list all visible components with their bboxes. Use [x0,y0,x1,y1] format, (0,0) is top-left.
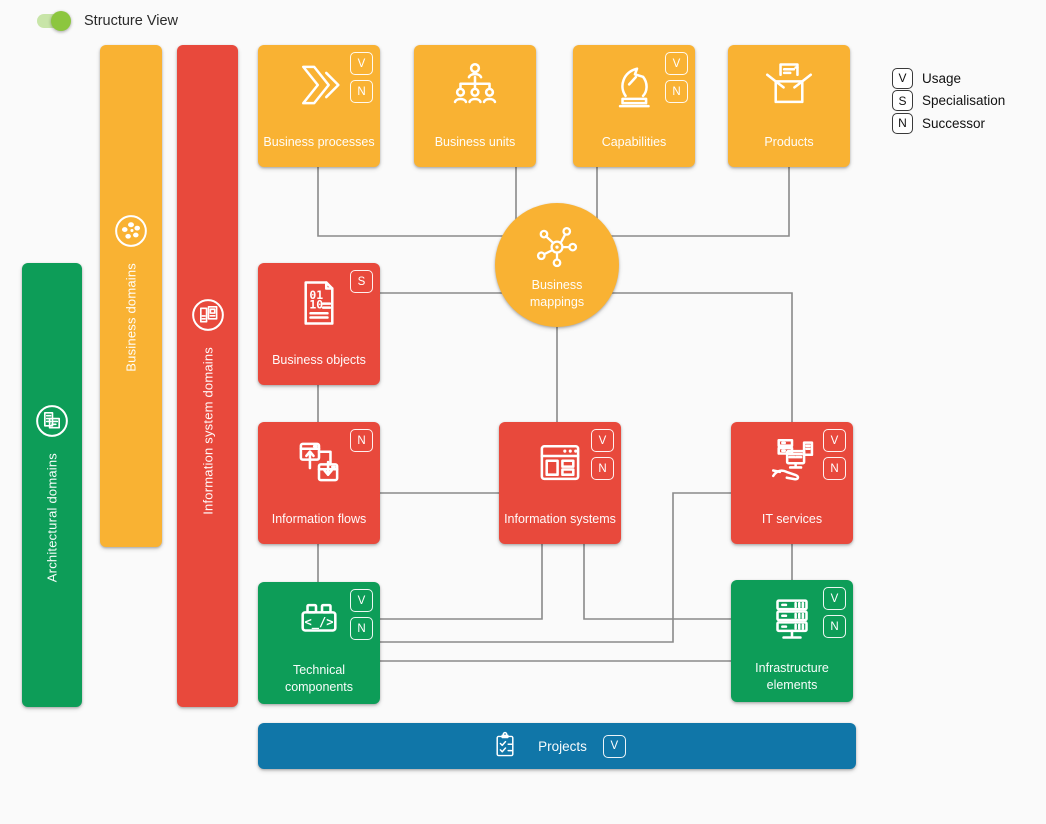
svg-text:01: 01 [309,288,323,302]
badge-n: N [823,457,846,480]
edge-products--business-mappings [557,167,790,237]
edge-information-systems--infrastructure-elements [583,544,731,620]
relation-badges: N [350,429,373,452]
badge-v: V [665,52,688,75]
legend-label: Successor [922,115,986,131]
edge-it-services--technical-components [380,492,731,643]
business-mappings-icon [531,220,583,272]
node-projects[interactable]: Projects V [258,723,856,769]
node-label: Information flows [271,511,367,526]
node-label: Products [764,134,814,149]
badge-n: N [823,615,846,638]
legend-label: Usage [922,70,962,86]
capabilities-icon [573,53,695,117]
legend-label: Specialisation [922,93,1006,109]
node-architectural-domains[interactable]: Architectural domains [22,263,82,707]
business-processes-icon [258,53,380,117]
legend-item-usage: V Usage [892,67,1005,90]
badge-v: V [823,587,846,610]
node-label: Capabilities [601,134,667,149]
node-label: IT services [761,511,823,526]
structure-view-toggle[interactable] [37,11,71,31]
legend-badge-s: S [892,90,913,112]
svg-text:<_/>: <_/> [304,615,333,630]
it-services-icon [731,430,853,494]
node-label: Business mappings [529,277,585,309]
badge-n: N [350,617,373,640]
information-flows-icon [258,430,380,494]
projects-icon [488,729,522,763]
badge-n: N [350,429,373,452]
badge-v: V [350,52,373,75]
information-system-domains-icon [185,292,231,338]
edge-business-mappings--it-services [557,292,793,422]
node-label: Business processes [263,134,375,149]
badge-v: V [602,734,626,758]
badge-v: V [350,589,373,612]
badge-n: N [665,80,688,103]
badge-s: S [350,270,373,293]
node-business-domains[interactable]: Business domains [100,45,162,547]
node-label: Information systems [504,511,616,526]
badge-v: V [591,429,614,452]
toggle-knob [51,11,71,31]
legend-badge-n: N [892,112,913,134]
node-information-flows[interactable]: Information flows N [258,422,380,544]
relation-badges: S [350,270,373,293]
business-domains-icon [108,208,154,254]
technical-components-icon: <_/> [258,590,380,654]
business-units-icon [414,53,536,117]
legend-item-specialisation: S Specialisation [892,90,1005,113]
node-label: Business units [434,134,516,149]
node-information-system-domains[interactable]: Information system domains [177,45,238,707]
information-systems-icon [499,430,621,494]
node-business-mappings[interactable]: Business mappings [495,203,619,327]
view-title: Structure View [84,13,179,29]
badge-n: N [591,457,614,480]
node-label: Infrastructure elements [755,661,829,692]
node-products[interactable]: Products [728,45,850,167]
view-header: Structure View [37,11,178,31]
badge-n: N [350,80,373,103]
node-label: Architectural domains [44,453,60,583]
node-label: Technical components [284,663,354,694]
svg-text:10: 10 [309,297,323,311]
badge-v: V [823,429,846,452]
legend-item-successor: N Successor [892,112,1005,135]
relation-badges: V [602,734,626,758]
architectural-domains-icon [29,398,75,444]
products-icon [728,53,850,117]
edge-information-systems--technical-components [380,544,543,620]
node-label: Business domains [123,263,139,372]
node-business-units[interactable]: Business units [414,45,536,167]
infrastructure-elements-icon [731,588,853,652]
node-label: Information system domains [200,347,215,515]
node-label: Projects [538,738,587,754]
node-label: Business objects [272,352,366,367]
legend-badge-v: V [892,67,913,89]
edge-business-processes--business-mappings [317,167,557,237]
